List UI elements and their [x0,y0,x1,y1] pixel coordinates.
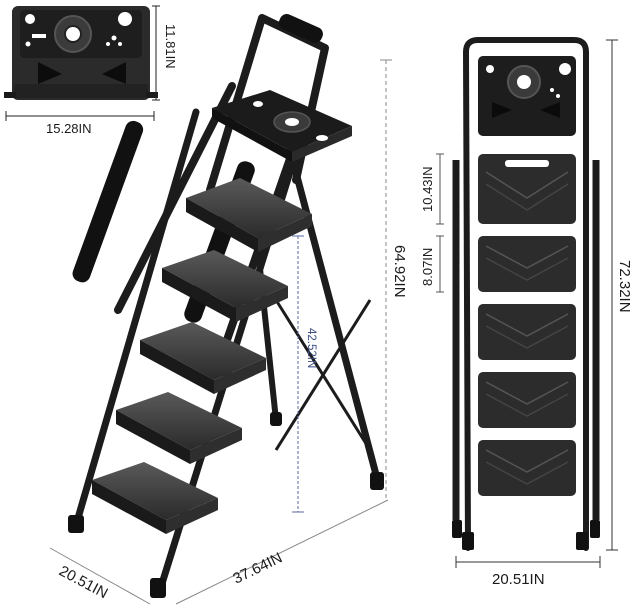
base-depth-label: 37.64IN [230,549,285,587]
top-step-height-label: 42.52IN [305,328,317,368]
total-height-label: 72.32IN [616,260,633,313]
front-left-rail [72,108,200,529]
rear-foot [370,472,384,490]
front-step-4 [478,372,576,428]
platform-height-label: 64.92IN [391,245,408,298]
side-step-3 [140,322,266,394]
front-width-label: 20.51IN [492,571,545,588]
rear-leg [286,146,382,486]
left-handrail [114,82,236,314]
front-step-3 [478,304,576,360]
step-grip-slot [505,160,549,167]
front-step-5 [478,440,576,496]
tray-inset [4,6,158,100]
handle-grip [278,13,323,43]
tray-tool-hole-icon [118,12,132,26]
front-frame [462,37,589,551]
side-width-label: 20.51IN [56,563,110,603]
step-spacing-label: 8.07IN [420,248,435,286]
tray-width-label: 15.28IN [46,121,92,136]
side-step-1 [186,178,312,252]
step-depth-label: 10.43IN [420,166,435,212]
front-ladder [452,37,600,551]
front-step-1 [478,154,576,224]
tray-depth-label: 11.81IN [163,24,178,69]
side-step-2 [162,250,288,322]
side-step-4 [116,392,242,464]
front-step-2 [478,236,576,292]
side-step-5 [92,462,218,534]
